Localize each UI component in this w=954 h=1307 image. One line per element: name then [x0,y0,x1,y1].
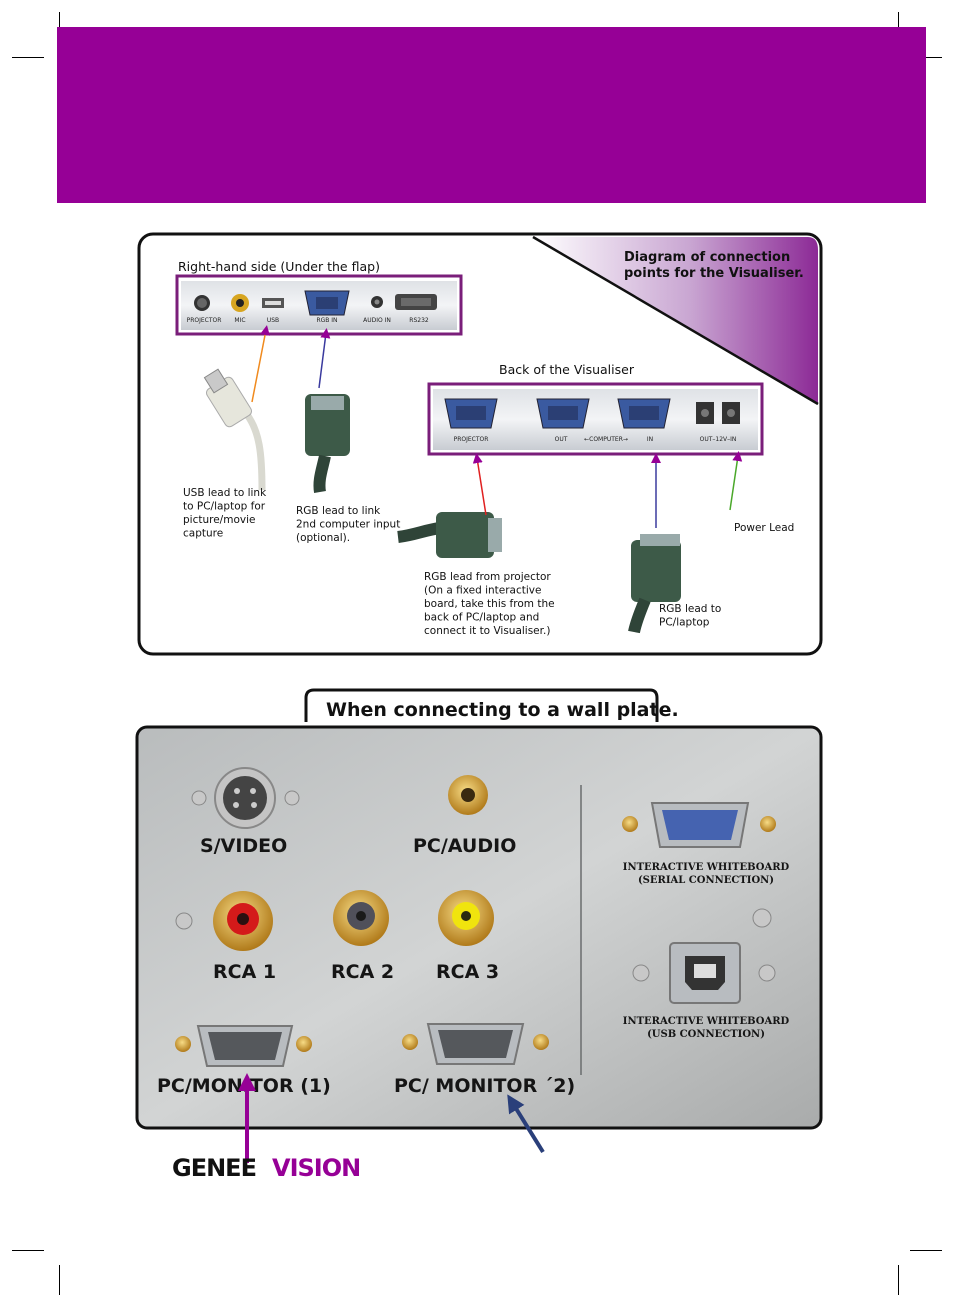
iwb-usb-socket [632,908,776,1004]
monitor1-label: PC/MONITOR (1) [157,1075,331,1097]
pcaudio-socket [448,775,488,815]
audio-in-port [371,296,383,308]
port-label: OUT–12V–IN [700,436,737,443]
usb-arrow [251,325,270,403]
port-label: USB [267,317,279,324]
port-label: OUT [555,436,568,443]
port-label: IN [647,436,653,443]
wall-title: When connecting to a wall plate. [326,699,679,721]
genee-vision-logo: GENEE VISION [172,1154,361,1182]
power-arrow [729,451,743,511]
crop-mark [12,57,44,58]
svg-text:GENEE: GENEE [172,1154,256,1182]
rca1-socket [175,891,273,951]
port-label: PROJECTOR [454,436,489,443]
back-title: Back of the Visualiser [499,362,635,377]
rgb-lead-image [305,394,350,493]
rca2-socket [333,890,389,946]
rs232-port [395,294,437,310]
monitor1-socket [175,1025,312,1067]
crop-mark [910,1250,942,1251]
mic-port [231,294,249,312]
rgb-projector-lead-image [397,512,502,558]
pcaudio-label: PC/AUDIO [413,835,516,857]
monitor2-socket [402,1023,549,1065]
port-label: PROJECTOR [187,317,222,324]
iwb-usb-label: INTERACTIVE WHITEBOARD(USB CONNECTION) [623,1016,790,1040]
usb-port [262,298,284,308]
port-label: MIC [234,317,245,324]
crop-mark [910,57,942,58]
power-in-port [722,402,740,424]
projector-arrow [472,453,487,516]
projector-port [444,398,498,429]
crop-mark [12,1250,44,1251]
right-side-frame [175,274,463,336]
power-out-port [696,402,714,424]
iwb-serial-label: INTERACTIVE WHITEBOARD(SERIAL CONNECTION… [623,862,790,886]
rgb-in-arrow [318,328,331,389]
rgb-projector-lead-label: RGB lead from projector(On a fixed inter… [424,571,555,637]
rca3-socket [438,890,494,946]
out-port [536,398,590,429]
wall-title-tab [304,688,659,722]
rca1-label: RCA 1 [213,961,276,983]
port-label: AUDIO IN [363,317,391,324]
crop-mark [59,1265,60,1295]
port-label: RGB IN [316,317,337,324]
back-port-labels: PROJECTOR OUT ←COMPUTER→ IN OUT–12V–IN [454,436,737,443]
rgb-pc-lead-image [628,534,681,634]
svideo-socket [191,767,300,829]
monitor2-label: PC/ MONITOR ´2) [394,1075,575,1097]
in-port [617,398,671,429]
rca2-label: RCA 2 [331,961,394,983]
back-frame [427,382,764,456]
svideo-label: S/VIDEO [200,835,287,857]
port-label: RS232 [409,317,429,324]
monitor2-arrow [507,1094,545,1154]
rgb-in-port [304,290,350,316]
right-side-port-labels: PROJECTOR MIC USB RGB IN AUDIO IN RS232 [187,317,429,324]
header-banner [57,27,926,203]
svideo-port [194,295,210,311]
power-lead-label: Power Lead [734,522,794,534]
port-label: ←COMPUTER→ [584,436,628,443]
crop-mark [898,1265,899,1295]
iwb-serial-socket [622,802,776,848]
usb-lead-image [203,368,266,491]
rca3-label: RCA 3 [436,961,499,983]
svg-text:VISION: VISION [272,1154,360,1182]
right-side-title: Right-hand side (Under the flap) [178,259,380,274]
